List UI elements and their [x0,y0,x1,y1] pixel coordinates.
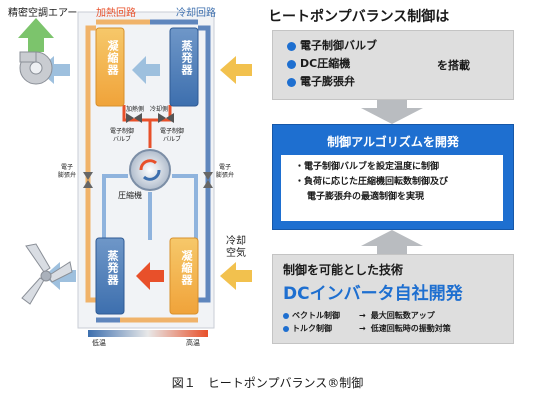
label-exp-right: 電子 膨張弁 [216,164,235,179]
arrow-left-blue-icon-2 [132,56,160,84]
algo-line: 電子膨張弁の最適制御を実現 [307,192,425,202]
bullet-icon [287,77,296,87]
label-air-out: 精密空調エアー [8,8,78,19]
evaporator-coil-bottom [95,237,125,315]
pipe-outer-left [85,25,96,303]
figure-caption: 図１ ヒートポンプバランス®制御 [171,376,364,390]
compressor-icon [129,149,171,191]
algorithm-box: 制御アルゴリズムを開発 ・電子制御バルブを設定温度に制御 ・負荷に応じた圧縮機回… [272,124,514,230]
exp-valve-right-icon [203,172,213,188]
label-compressor: 圧縮機 [118,191,142,200]
coil-label-evaporator-top: 蒸発器 [180,40,193,76]
algorithm-title: 制御アルゴリズムを開発 [327,135,459,149]
label-cool-circuit: 冷却回路 [176,8,216,19]
label-valve-left: 電子制御 バルブ [110,128,135,143]
fan-blades-icon [21,243,73,305]
arrow-up-green-icon [18,18,54,52]
tech-row: ベクトル制御→最大回転数アップ [283,309,451,322]
arrow-down-icon [361,100,423,124]
arrow-left-yellow-icon-2 [220,262,252,290]
valve-left-icon [126,113,142,123]
evaporator-coil-top [169,27,199,107]
feature-box: 電子制御バルブ DC圧縮機 電子膨張弁 を搭載 [272,30,514,100]
label-valve-right: 電子制御 バルブ [160,128,185,143]
arrow-left-red-icon [136,262,164,290]
condenser-coil-bottom [169,237,199,315]
feature-item: DC圧縮機 [287,55,377,73]
arrow-left-yellow-icon [220,56,252,84]
condenser-coil-top [95,27,125,107]
panel-title: ヒートポンプバランス制御は [268,9,450,25]
algo-line: ・負荷に応じた圧縮機回転数制御及び [295,177,449,187]
bullet-icon [287,41,296,51]
coil-label-condenser-top: 凝縮器 [106,40,119,76]
temperature-bar [88,330,208,337]
label-low-temp: 低温 [92,339,106,347]
coil-label-evaporator-bottom: 蒸発器 [106,250,119,286]
label-cooling: 冷却側 [150,106,169,113]
algo-line: ・電子制御バルブを設定温度に制御 [295,162,440,172]
tech-title: 制御を可能とした技術 [283,263,404,277]
coil-label-condenser-bottom: 凝縮器 [180,250,193,286]
label-exp-left: 電子 膨張弁 [58,164,77,179]
label-high-temp: 高温 [186,339,200,347]
label-heat-circuit: 加熱回路 [96,8,136,19]
label-heating: 加熱側 [126,106,145,113]
pipe-cold-2 [102,174,128,240]
exp-valve-left-icon [83,172,93,188]
arrow-up-icon [361,230,423,254]
bullet-icon [287,59,296,69]
pipe-hot-1 [122,105,152,148]
tech-big: DCインバータ自社開発 [283,284,463,304]
feature-item: 電子制御バルブ [287,37,377,55]
algorithm-body: ・電子制御バルブを設定温度に制御 ・負荷に応じた圧縮機回転数制御及び 電子膨張弁… [281,155,503,221]
tosai-label: を搭載 [437,59,470,72]
heat-pump-diagram [18,11,252,337]
bullet-icon [283,312,289,319]
bullet-icon [283,325,289,332]
feature-item: 電子膨張弁 [287,73,377,91]
label-cool-air: 冷却 空気 [226,236,246,259]
pipe-cold-3 [172,174,198,240]
tech-box: 制御を可能とした技術 DCインバータ自社開発 ベクトル制御→最大回転数アップ ト… [272,254,514,344]
blower-fan-icon [19,51,53,85]
pipe-outer-right [198,25,211,303]
valve-right-icon [158,113,174,123]
tech-row: トルク制御→低速回転時の振動対策 [283,322,451,335]
